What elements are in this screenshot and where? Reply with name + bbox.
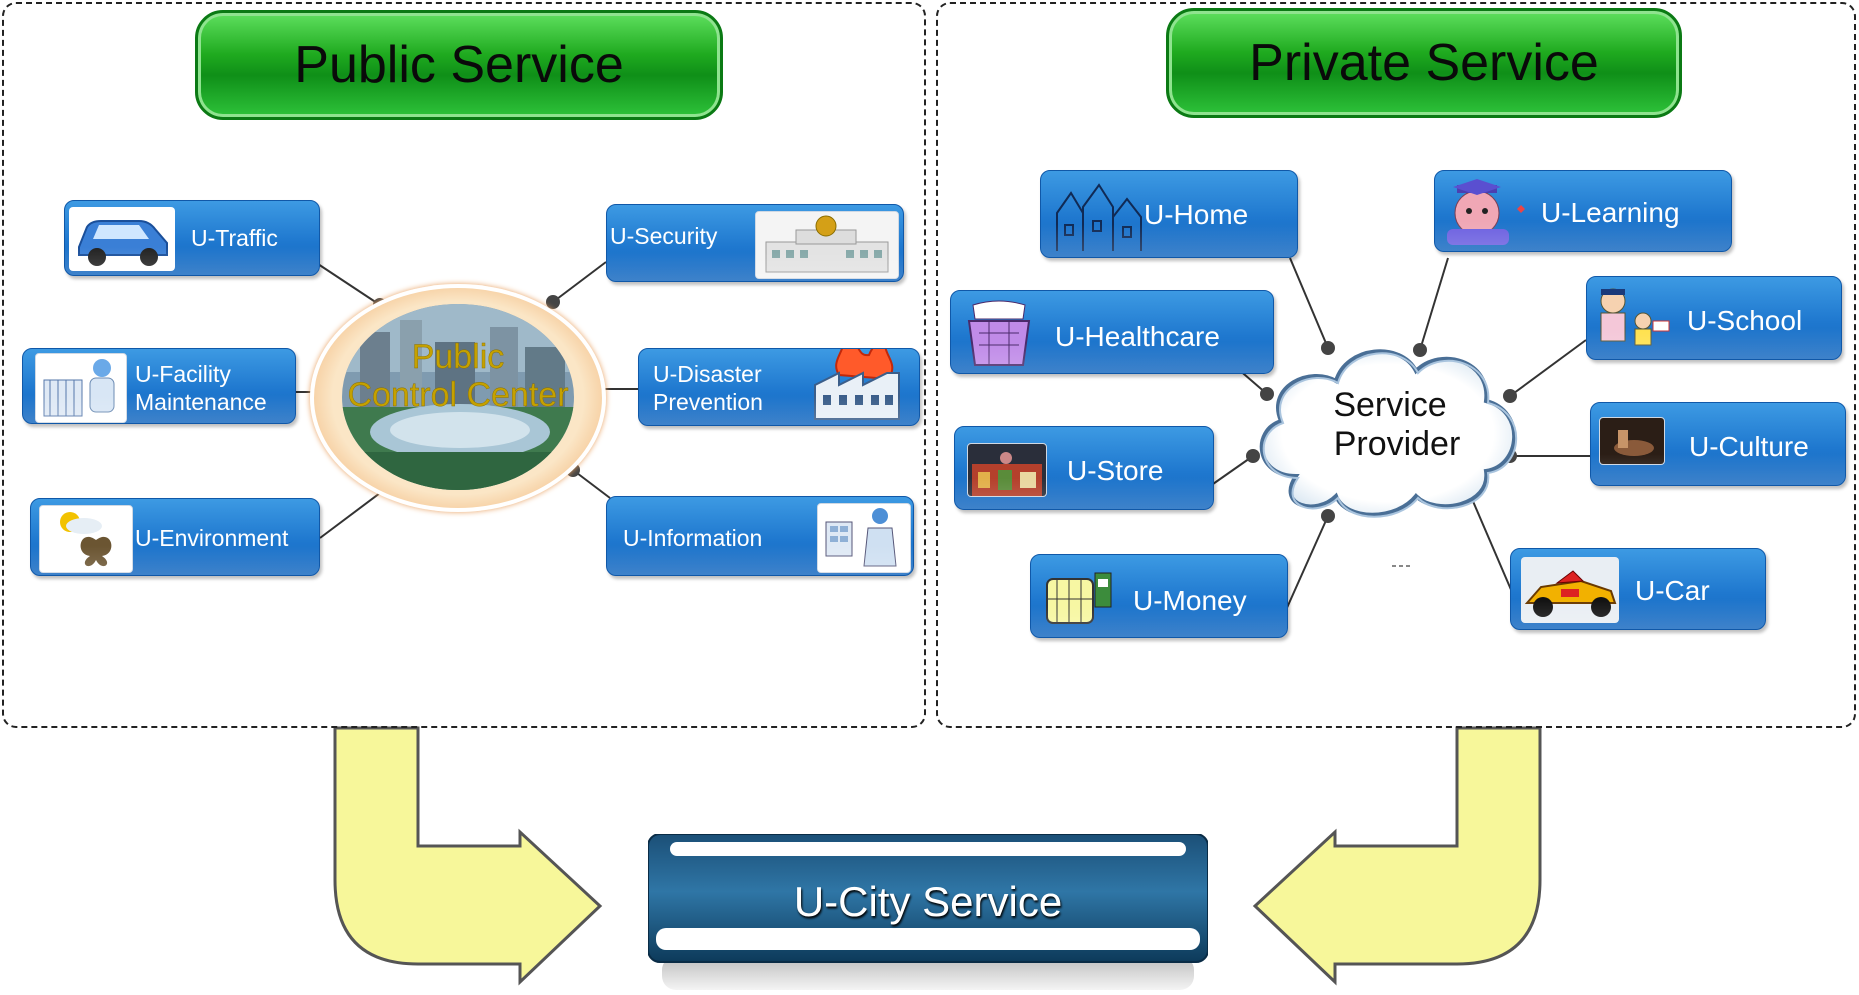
- maintenance-worker-icon: [35, 353, 127, 423]
- house-icon: [1053, 177, 1145, 253]
- u-environment-card: U-Environment: [30, 498, 320, 576]
- private-service-panel: [936, 2, 1856, 728]
- public-control-center-hub: Public Control Center: [310, 284, 606, 512]
- u-traffic-label: U-Traffic: [191, 225, 278, 251]
- money-bank-icon: [1041, 565, 1115, 629]
- u-car-card: U-Car: [1510, 548, 1766, 630]
- u-disaster-label-line2: Prevention: [653, 389, 763, 415]
- u-information-card: U-Information: [606, 496, 914, 576]
- u-information-label: U-Information: [623, 525, 763, 551]
- u-facility-maintenance-card: U-Facility Maintenance: [22, 348, 296, 424]
- right-flow-arrow: [1252, 726, 1542, 986]
- u-facility-label-line2: Maintenance: [135, 389, 267, 415]
- u-money-card: U-Money: [1030, 554, 1288, 638]
- u-disaster-prevention-card: U-Disaster Prevention: [638, 348, 920, 426]
- private-hub-line1: Service: [1333, 386, 1447, 424]
- public-service-title: Public Service: [294, 36, 624, 94]
- information-person-icon: [817, 503, 911, 573]
- left-flow-arrow: [333, 726, 603, 986]
- u-home-card: U-Home: [1040, 170, 1298, 258]
- u-city-service-title: U-City Service: [793, 878, 1063, 925]
- public-hub-line2: Control Center: [347, 376, 569, 415]
- u-school-card: U-School: [1586, 276, 1842, 360]
- culture-photo-icon: [1599, 417, 1665, 465]
- u-healthcare-label: U-Healthcare: [1055, 321, 1220, 352]
- u-learning-label: U-Learning: [1541, 197, 1680, 228]
- graduate-bear-icon: [1439, 177, 1531, 247]
- public-hub-label: Public Control Center: [310, 338, 606, 414]
- public-service-panel: [2, 2, 926, 728]
- public-hub-line1: Public: [411, 338, 505, 376]
- u-home-label: U-Home: [1144, 199, 1249, 230]
- u-city-service-box: U-City Service: [648, 834, 1208, 992]
- service-provider-label: Service Provider: [1290, 386, 1490, 464]
- u-healthcare-card: U-Healthcare: [950, 290, 1274, 374]
- race-car-icon: [1521, 557, 1619, 623]
- private-service-header: Private Service: [1166, 8, 1682, 118]
- u-environment-label: U-Environment: [135, 525, 289, 551]
- school-children-icon: [1591, 279, 1671, 359]
- u-disaster-label-line1: U-Disaster: [653, 361, 762, 387]
- u-school-label: U-School: [1687, 305, 1803, 336]
- control-center-photo: [342, 304, 574, 490]
- police-building-icon: [755, 211, 899, 279]
- u-security-card: U-Security: [606, 204, 904, 282]
- u-learning-card: U-Learning: [1434, 170, 1732, 252]
- factory-fire-icon: [809, 349, 903, 421]
- u-traffic-card: U-Traffic: [64, 200, 320, 276]
- butterfly-sun-icon: [39, 505, 133, 573]
- u-money-label: U-Money: [1133, 585, 1247, 616]
- u-store-label: U-Store: [1067, 455, 1164, 486]
- public-service-header: Public Service: [195, 10, 723, 120]
- u-city-box-graphic: [648, 834, 1208, 990]
- u-car-label: U-Car: [1635, 575, 1710, 606]
- private-service-title: Private Service: [1249, 34, 1599, 92]
- service-provider-cloud: [1259, 349, 1518, 518]
- u-culture-label: U-Culture: [1689, 431, 1809, 462]
- store-photo-icon: [967, 443, 1047, 497]
- u-culture-card: U-Culture: [1590, 402, 1846, 486]
- u-security-label: U-Security: [610, 223, 718, 249]
- sports-bag-icon: [959, 297, 1043, 369]
- u-facility-label-line1: U-Facility: [135, 361, 231, 387]
- car-icon: [69, 207, 175, 271]
- private-hub-line2: Provider: [1333, 425, 1461, 464]
- u-store-card: U-Store: [954, 426, 1214, 510]
